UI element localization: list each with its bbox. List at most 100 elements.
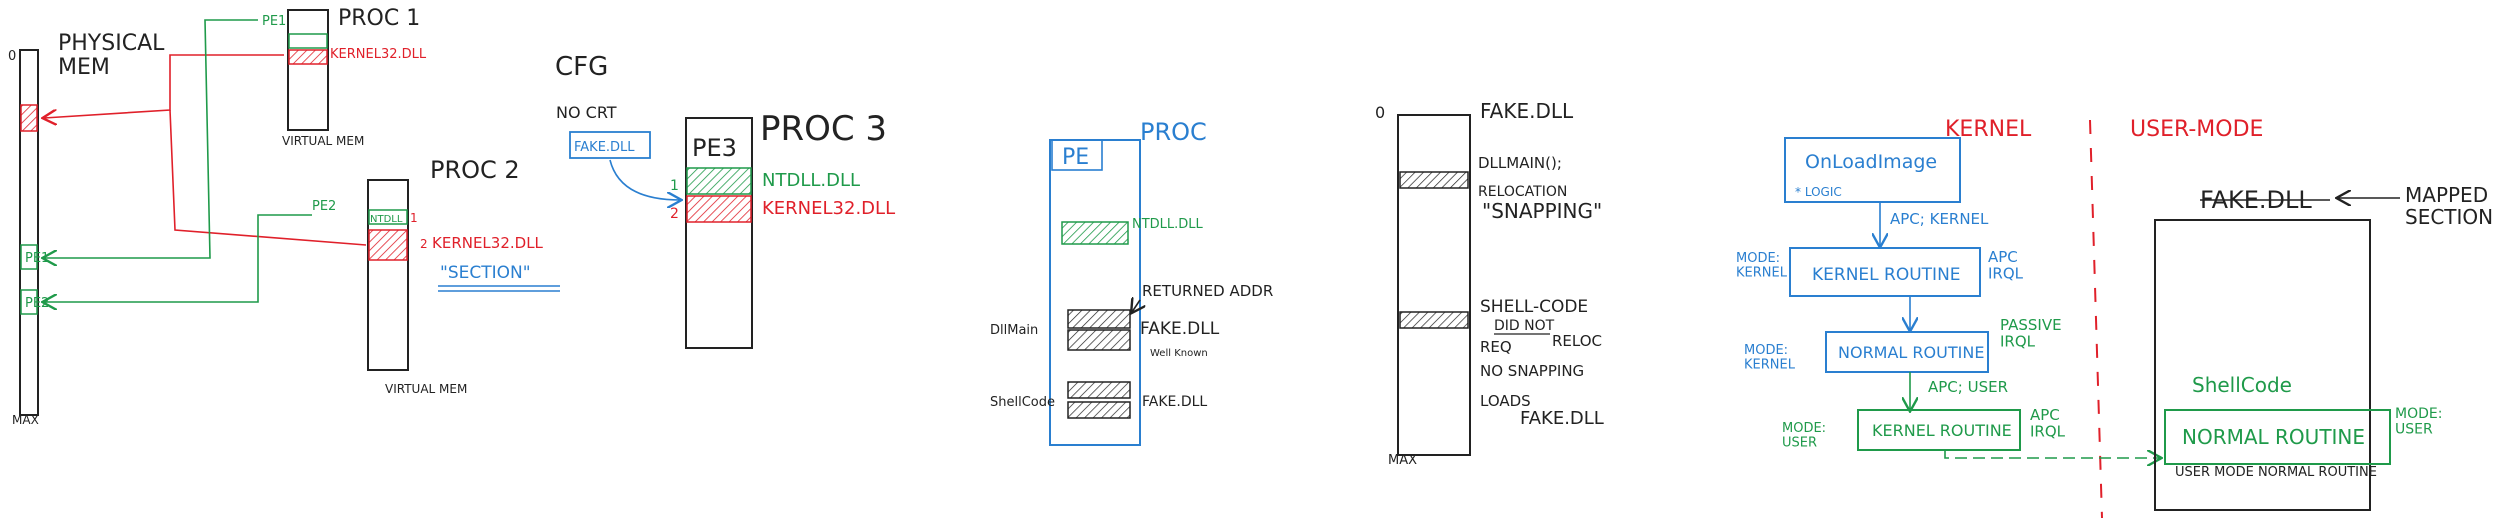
section-label: "SECTION" — [440, 263, 531, 283]
pe-label: PE — [1062, 145, 1089, 170]
relocation-label: RELOCATION — [1478, 184, 1567, 200]
proc2-bar — [367, 179, 409, 371]
proc-ntdll-label: NTDLL.DLL — [1132, 217, 1204, 232]
proc-fake-dll-block-1 — [1067, 309, 1131, 329]
apc-user-label: APC; USER — [1928, 378, 2008, 396]
proc1-title: PROC 1 — [338, 6, 420, 31]
user-mode-header: USER-MODE — [2130, 117, 2263, 142]
proc3-num1: 1 — [670, 178, 679, 194]
proc1-kernel32-block — [288, 49, 328, 65]
panel-proc1: PE1 PROC 1 KERNEL32.DLL VIRTUAL MEM — [262, 6, 427, 148]
proc2-pe2-label: PE2 — [312, 199, 336, 214]
logic-label: * LOGIC — [1795, 185, 1842, 199]
virtual-mem-label-2: VIRTUAL MEM — [385, 382, 467, 396]
zero-label: 0 — [8, 49, 16, 64]
proc-fake-dll-label-1: FAKE.DLL — [1140, 319, 1220, 339]
proc1-pe1-label: PE1 — [262, 14, 286, 29]
loads-label: LOADS — [1480, 392, 1531, 410]
proc1-bar — [287, 9, 329, 131]
max-label: MAX — [12, 413, 39, 427]
mode-kernel-1: MODE:KERNEL — [1736, 251, 1788, 280]
panel-proc3: CFG NO CRT FAKE.DLL PE3 PROC 3 1 2 NTDLL… — [555, 52, 895, 349]
req-label: REQ — [1480, 338, 1512, 356]
panel4-zero: 0 — [1375, 103, 1385, 122]
arrow-pe1 — [44, 19, 258, 258]
arrow-pe2 — [44, 214, 312, 302]
physical-mem-bar — [19, 49, 39, 416]
did-not-label: DID NOT — [1494, 318, 1555, 334]
proc-fake-dll-label-2: FAKE.DLL — [1142, 394, 1207, 410]
normal-routine-1-label: NORMAL ROUTINE — [1838, 343, 1984, 362]
no-snapping-label: NO SNAPPING — [1480, 362, 1584, 380]
onloadimage-box — [1784, 137, 1961, 203]
proc-bar — [1049, 139, 1141, 446]
arrow-proc1-kernel32 — [44, 54, 284, 118]
normal-routine-2-label: NORMAL ROUTINE — [2182, 425, 2365, 449]
proc2-kernel32-block — [368, 229, 408, 261]
panel4-title: FAKE.DLL — [1480, 99, 1574, 123]
mode-kernel-2: MODE:KERNEL — [1744, 343, 1796, 372]
panel-proc: PE PROC NTDLL.DLL RETURNED ADDR DllMain … — [990, 118, 1273, 446]
mode-user-1: MODE:USER — [1782, 421, 1826, 450]
cfg-label: CFG — [555, 52, 608, 82]
kernel-routine-1-box — [1789, 247, 1981, 297]
mode-user-2: MODE:USER — [2395, 406, 2442, 437]
pe3-label: PE3 — [692, 134, 737, 162]
snapping-label: "SNAPPING" — [1482, 199, 1602, 223]
proc3-num2: 2 — [670, 206, 679, 222]
well-known-label: Well Known — [1150, 348, 1208, 359]
user-mode-normal-routine-label: USER MODE NORMAL ROUTINE — [2175, 465, 2377, 480]
proc3-title: PROC 3 — [760, 109, 887, 149]
dllmain-block — [1399, 171, 1469, 189]
proc2-num2: 2 — [420, 237, 428, 251]
proc3-ntdll-label: NTDLL.DLL — [762, 170, 860, 191]
proc-fake-dll-block-2 — [1067, 381, 1131, 399]
pe2-label: PE2 — [25, 296, 49, 311]
mapped-section-box — [2154, 219, 2371, 511]
dllmain-call-label: DLLMAIN(); — [1478, 154, 1562, 172]
proc3-kernel32-label: KERNEL32.DLL — [762, 198, 895, 219]
virtual-mem-label-1: VIRTUAL MEM — [282, 134, 364, 148]
no-crt-label: NO CRT — [556, 103, 617, 122]
fake-dll-bar — [1397, 114, 1471, 456]
proc1-kernel32-label: KERNEL32.DLL — [330, 47, 427, 62]
returned-addr-label: RETURNED ADDR — [1142, 282, 1273, 300]
physical-kernel32-block — [20, 104, 38, 132]
panel-fake-dll: 0 FAKE.DLL DLLMAIN(); RELOCATION "SNAPPI… — [1375, 99, 1604, 468]
proc3-bar — [685, 117, 753, 349]
reloc-label: RELOC — [1552, 332, 1602, 350]
proc-ntdll-block — [1061, 221, 1129, 245]
arrow-fake-dll — [609, 159, 680, 200]
shellcode-green-label: ShellCode — [2192, 373, 2292, 397]
panel-proc2: PE2 PROC 2 NTDLL 1 2 KERNEL32.DLL "SECTI… — [312, 156, 560, 396]
proc2-num1: 1 — [410, 211, 418, 225]
shell-code-label: SHELL-CODE — [1480, 297, 1588, 317]
panel1-arrows — [44, 19, 367, 302]
loads-fake-dll-label: FAKE.DLL — [1520, 408, 1604, 429]
proc-title: PROC — [1140, 118, 1207, 146]
proc2-kernel32-label: KERNEL32.DLL — [432, 234, 544, 252]
kernel-user-divider — [2089, 119, 2103, 519]
arrow-proc2-kernel32 — [169, 109, 367, 246]
proc2-ntdll-block — [368, 209, 408, 225]
apc-kernel-label: APC; KERNEL — [1890, 210, 1989, 228]
proc3-kernel32-block — [686, 195, 752, 223]
fake-dll-label: FAKE.DLL — [574, 140, 635, 155]
onloadimage-label: OnLoadImage — [1805, 151, 1937, 173]
arrow-returned-addr — [1132, 300, 1140, 312]
panel-apc: KERNEL USER-MODE OnLoadImage * LOGIC APC… — [1736, 117, 2493, 519]
shellcode-block — [1399, 311, 1469, 329]
normal-routine-2-box — [2164, 409, 2391, 465]
panel4-max: MAX — [1388, 453, 1417, 468]
arrow-to-user-normalroutine — [1944, 450, 2160, 458]
proc2-title: PROC 2 — [430, 156, 520, 184]
proc-fake-dll-block-2b — [1067, 401, 1131, 419]
proc2-ntdll-label: NTDLL — [370, 214, 403, 225]
pe-box — [1051, 139, 1103, 171]
